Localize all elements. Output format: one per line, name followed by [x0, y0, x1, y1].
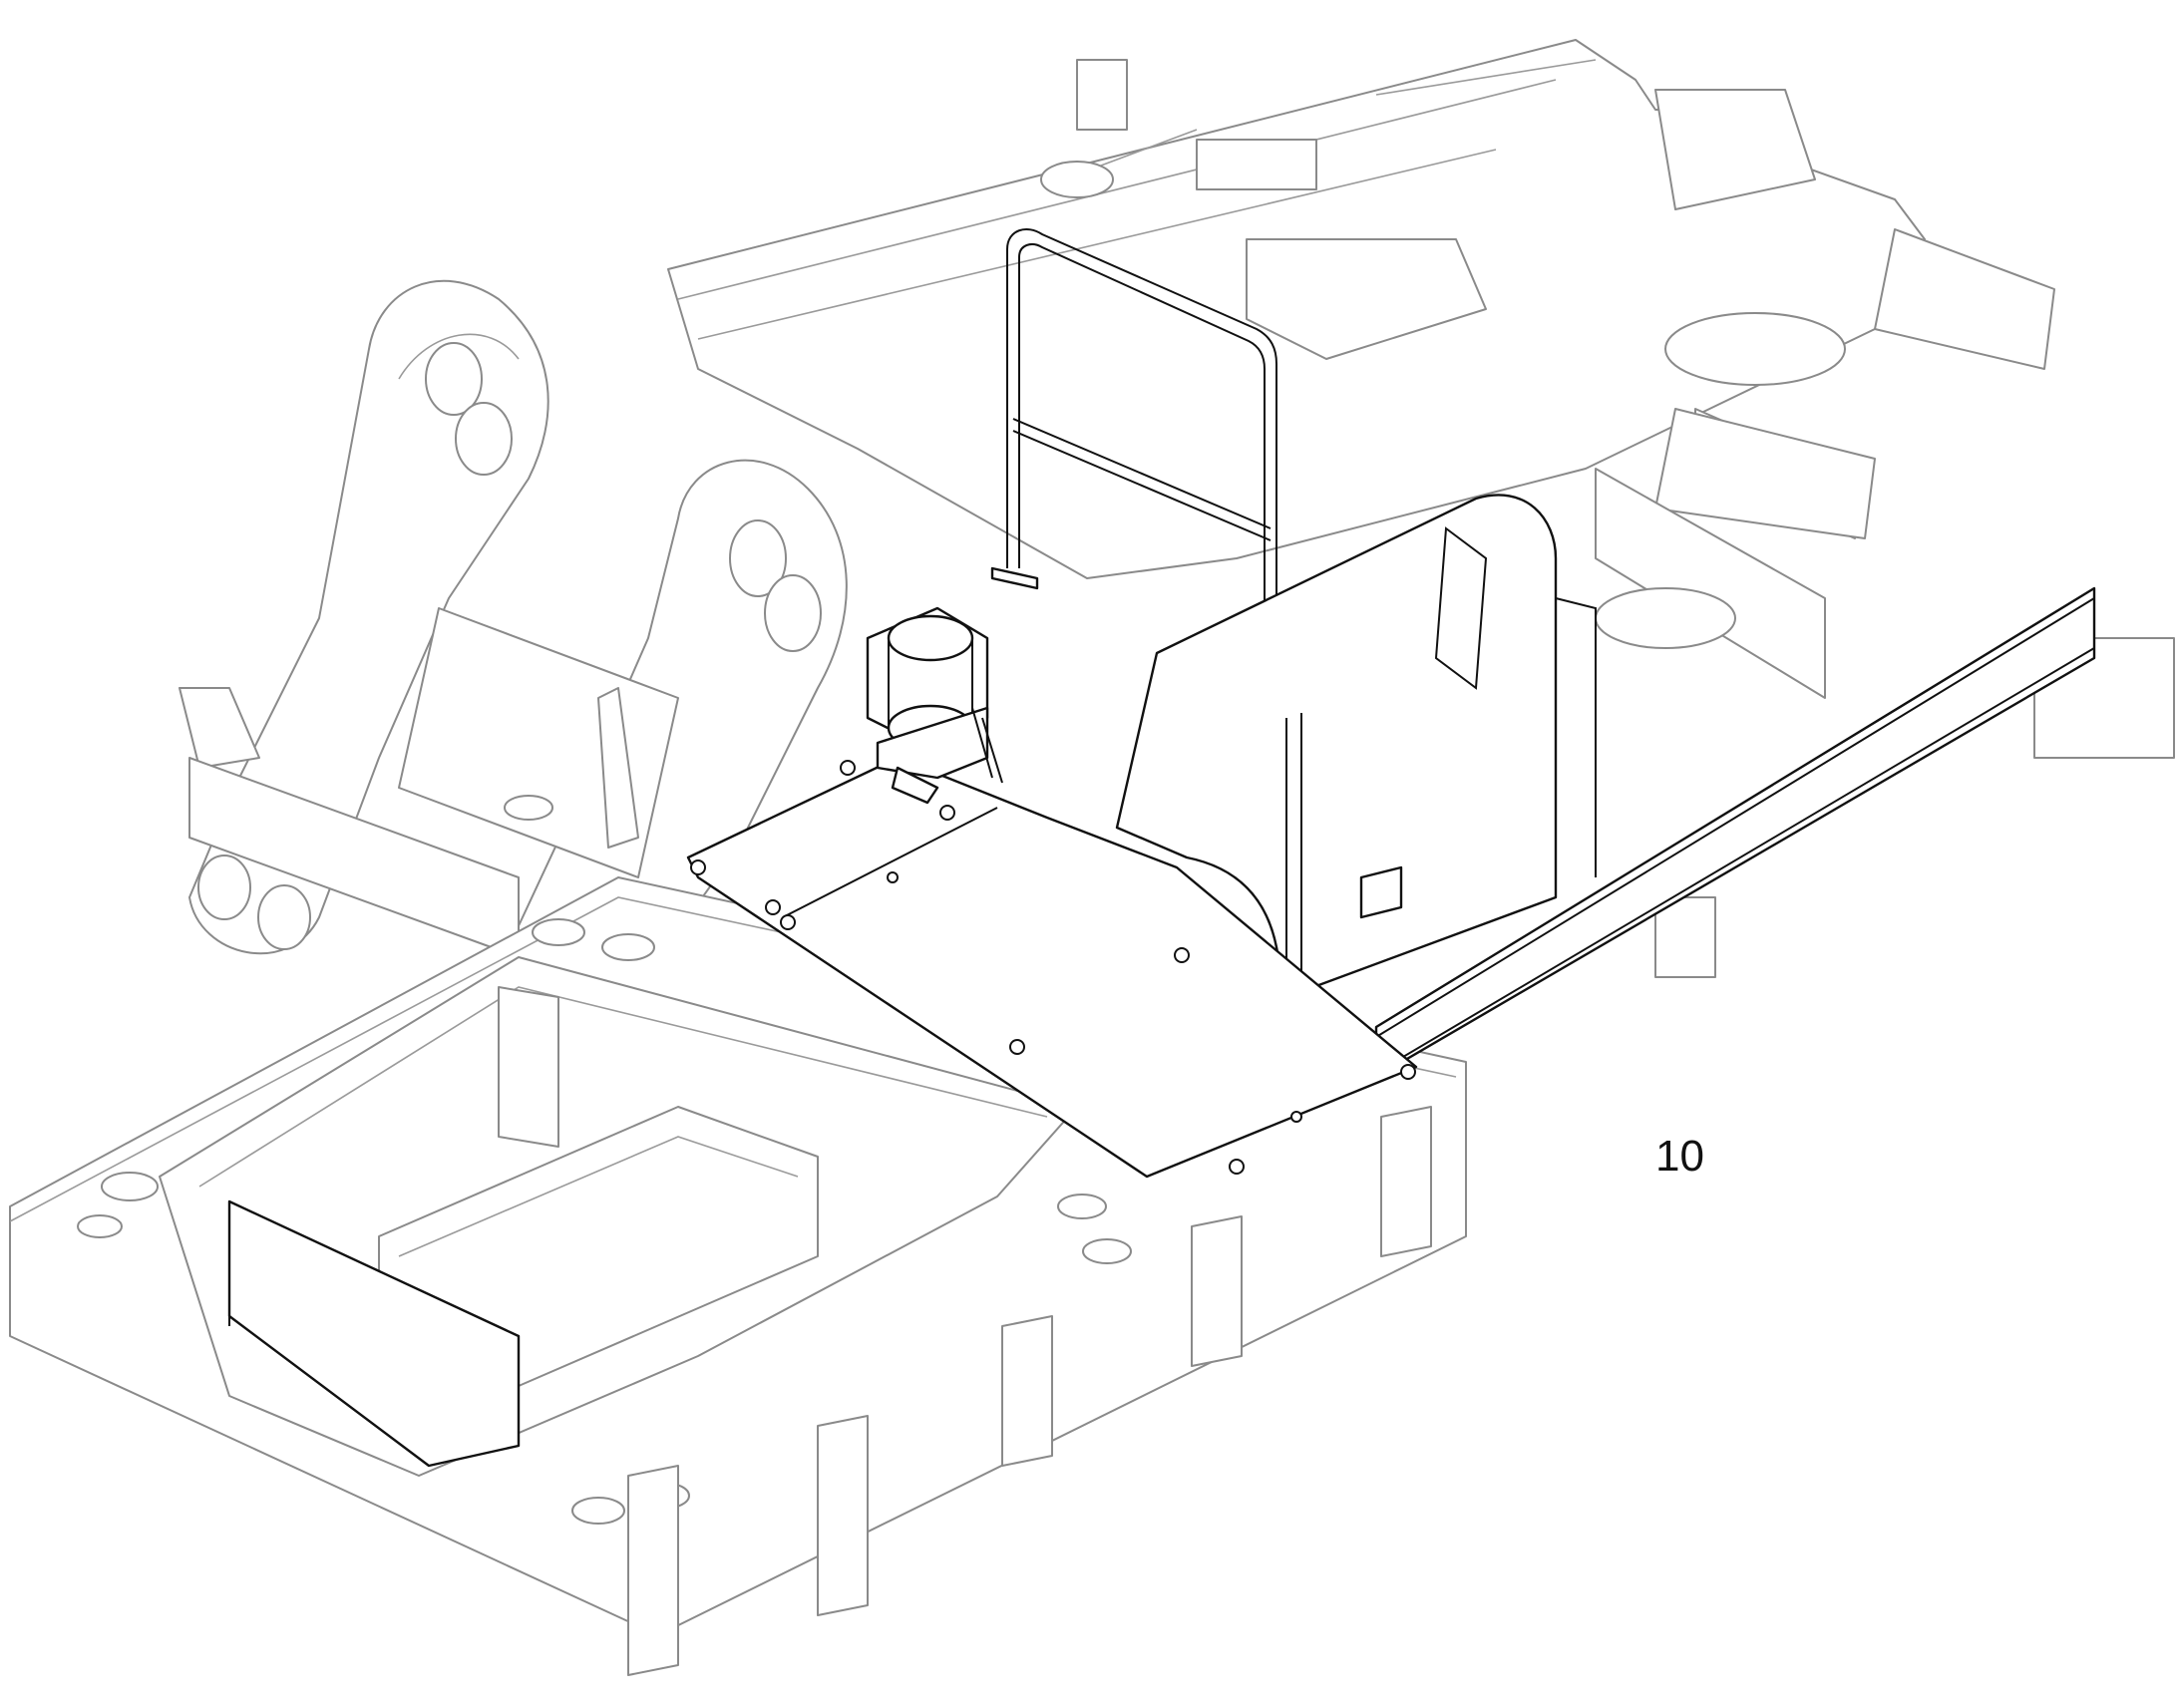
floor-plate-access-cover — [686, 756, 1418, 1179]
ghost-rear-chassis — [667, 39, 2175, 978]
callout-label: 10 — [1655, 1132, 1704, 1181]
ghost-loader-tower — [179, 279, 848, 1014]
battery-box-cover — [1115, 494, 1597, 999]
small-side-panel — [227, 1199, 521, 1468]
lubrication-pump — [866, 606, 1003, 805]
